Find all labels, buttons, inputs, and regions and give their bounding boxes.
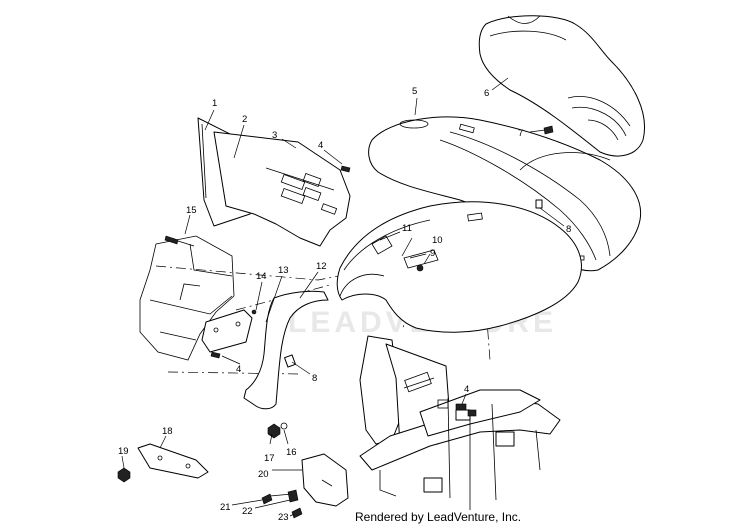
callout-labels: 1 2 3 4 5 6 7 8 9 10 11 12 13 14 15 16 1… bbox=[118, 86, 571, 523]
callout-22: 22 bbox=[242, 506, 253, 517]
callout-19: 19 bbox=[118, 446, 129, 457]
callout-4-upper: 4 bbox=[318, 140, 323, 151]
callout-7: 7 bbox=[518, 128, 523, 139]
callout-6: 6 bbox=[484, 88, 489, 99]
callout-15: 15 bbox=[186, 205, 197, 216]
callout-4-lower-left: 4 bbox=[236, 364, 241, 375]
part-frame bbox=[359, 335, 561, 510]
callout-21: 21 bbox=[220, 502, 231, 513]
callout-4-frame: 4 bbox=[464, 384, 469, 395]
part-fender-flare bbox=[243, 290, 329, 410]
callout-1: 1 bbox=[212, 98, 217, 109]
callout-5: 5 bbox=[412, 86, 417, 97]
callout-8-upper: 8 bbox=[566, 224, 571, 235]
part-side-panel bbox=[213, 131, 351, 247]
callout-10: 10 bbox=[432, 235, 443, 246]
callout-18: 18 bbox=[162, 426, 173, 437]
callout-16: 16 bbox=[286, 447, 297, 458]
part-footrest-area bbox=[139, 235, 235, 361]
part-seat bbox=[478, 15, 645, 157]
callout-13: 13 bbox=[278, 265, 289, 276]
leader-lines bbox=[121, 77, 565, 517]
callout-2: 2 bbox=[242, 114, 247, 125]
callout-11: 11 bbox=[402, 223, 412, 234]
part-lower-panel bbox=[301, 453, 349, 507]
callout-17: 17 bbox=[264, 453, 275, 464]
callout-23: 23 bbox=[278, 512, 289, 523]
callout-8-lower: 8 bbox=[312, 373, 317, 384]
credit-text: Rendered by LeadVenture, Inc. bbox=[355, 510, 522, 524]
part-front-fender bbox=[336, 201, 582, 333]
part-plate bbox=[137, 443, 209, 479]
callout-20: 20 bbox=[258, 469, 269, 480]
callout-9: 9 bbox=[430, 248, 435, 259]
fasteners bbox=[117, 125, 554, 519]
callout-3: 3 bbox=[272, 130, 277, 141]
callout-12: 12 bbox=[316, 261, 327, 272]
callout-14: 14 bbox=[256, 271, 267, 282]
part-bracket bbox=[201, 309, 253, 353]
part-clip bbox=[284, 199, 543, 368]
